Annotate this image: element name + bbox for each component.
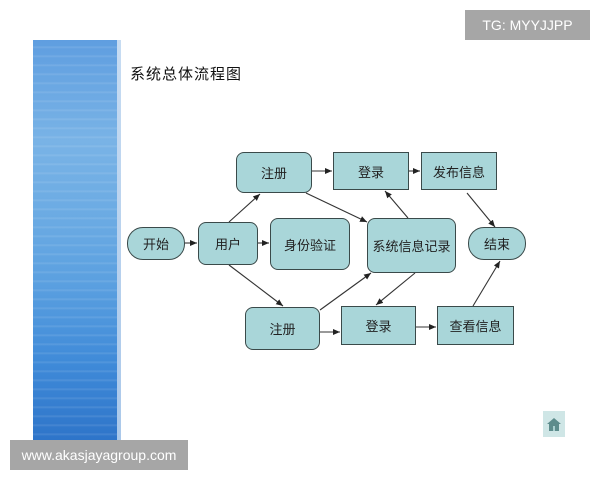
node-register-bottom: 注册: [245, 307, 320, 350]
node-view-info-label: 查看信息: [449, 320, 502, 335]
node-publish-info-label: 发布信息: [432, 165, 485, 181]
decorative-side-strip: [117, 40, 121, 445]
watermark-bottom-left: www.akasjayagroup.com: [10, 440, 188, 470]
slide-title: 系统总体流程图: [130, 65, 243, 83]
node-register-top-label: 注册: [260, 167, 287, 182]
node-login-bottom: 登录: [341, 306, 416, 345]
node-system-info-record-label: 系统信息记录: [372, 240, 451, 255]
node-register-bottom-label: 注册: [269, 323, 296, 338]
node-user-label: 用户: [214, 238, 241, 253]
home-icon: [547, 418, 561, 431]
home-button[interactable]: [543, 411, 565, 437]
node-system-info-record: 系统信息记录: [367, 218, 456, 273]
node-login-top-label: 登录: [357, 165, 384, 181]
node-publish-info: 发布信息: [421, 152, 497, 190]
node-identity-verify-label: 身份验证: [283, 238, 336, 254]
node-register-top: 注册: [236, 152, 312, 193]
node-user: 用户: [198, 222, 258, 265]
node-login-bottom-label: 登录: [365, 320, 392, 335]
node-start: 开始: [127, 227, 185, 260]
node-identity-verify: 身份验证: [270, 218, 350, 270]
node-end: 结束: [468, 227, 526, 260]
node-end-label: 结束: [483, 238, 510, 253]
watermark-top-right: TG: MYYJJPP: [465, 10, 590, 40]
node-login-top: 登录: [333, 152, 409, 190]
decorative-side-bar: [33, 40, 117, 445]
node-start-label: 开始: [142, 238, 169, 253]
node-view-info: 查看信息: [437, 306, 514, 345]
